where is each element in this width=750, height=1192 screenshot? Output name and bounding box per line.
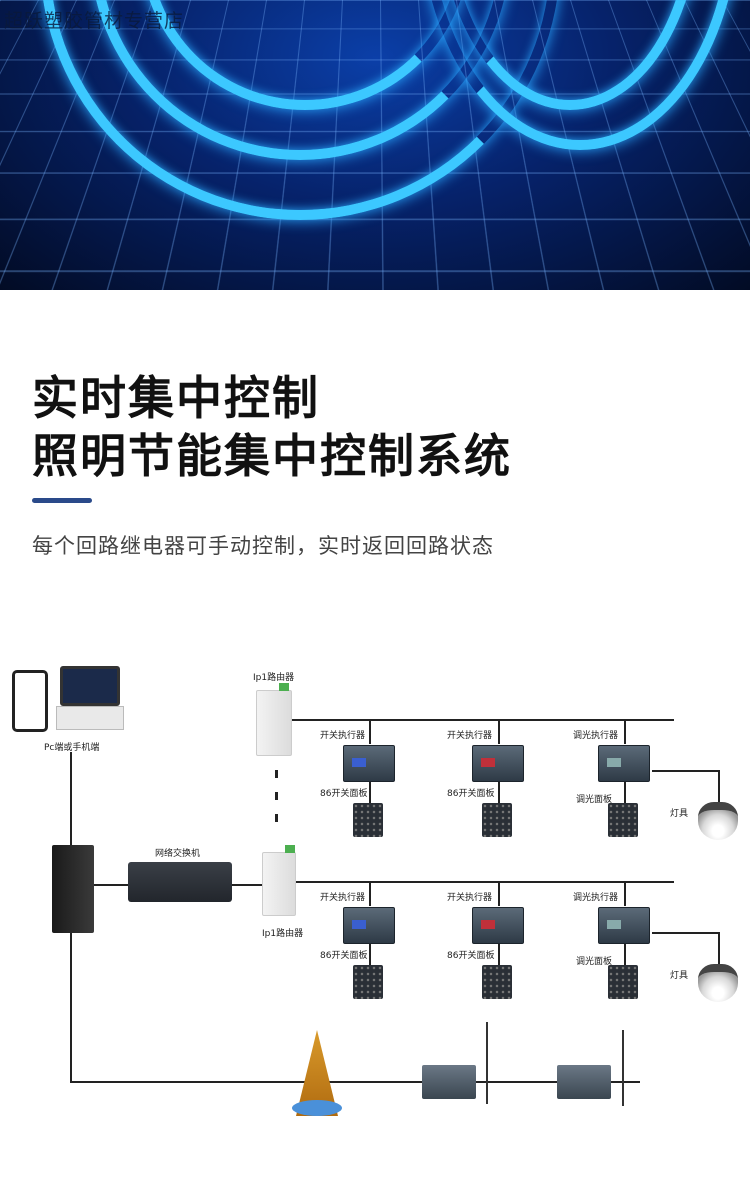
ellipsis-dot bbox=[275, 770, 278, 778]
panel-label: 86开关面板 bbox=[320, 786, 367, 799]
router-top-label: Ip1路由器 bbox=[253, 670, 294, 683]
dimmer-actuator-icon bbox=[598, 745, 650, 782]
wireless-receiver-icon bbox=[422, 1065, 476, 1099]
lamp-icon bbox=[698, 964, 738, 1002]
connector-line bbox=[94, 884, 128, 886]
connector-line bbox=[369, 944, 371, 966]
wall-panel-icon bbox=[353, 965, 383, 999]
wall-panel-icon bbox=[608, 803, 638, 837]
connector-line bbox=[369, 720, 371, 744]
panel-label: 86开关面板 bbox=[447, 786, 494, 799]
connector-line bbox=[624, 782, 626, 804]
panel-label: 86开关面板 bbox=[447, 948, 494, 961]
connector-line bbox=[718, 932, 720, 964]
panel-label: 调光面板 bbox=[576, 792, 612, 805]
switch-actuator-icon bbox=[343, 907, 395, 944]
hero-banner: 超跃塑胶管材专营店 bbox=[0, 0, 750, 290]
server-rack-icon bbox=[52, 845, 94, 933]
connector-line bbox=[624, 882, 626, 906]
connector-line bbox=[369, 882, 371, 906]
router-bottom-icon bbox=[262, 852, 296, 916]
phone-icon bbox=[12, 670, 48, 732]
connector-line bbox=[652, 770, 719, 772]
connector-line bbox=[498, 944, 500, 966]
network-switch-icon bbox=[128, 862, 232, 902]
lamp-icon bbox=[698, 802, 738, 840]
wireless-line bbox=[70, 1081, 640, 1083]
connector-line bbox=[369, 782, 371, 804]
connector-line bbox=[652, 932, 719, 934]
accent-bar bbox=[32, 498, 92, 503]
router-top-icon bbox=[256, 690, 292, 756]
ellipsis-dot bbox=[275, 814, 278, 822]
connector-line bbox=[498, 782, 500, 804]
connector-line bbox=[498, 720, 500, 744]
switch-actuator-icon bbox=[472, 907, 524, 944]
wall-panel-icon bbox=[482, 965, 512, 999]
actuator-label: 调光执行器 bbox=[573, 890, 618, 903]
antenna-icon bbox=[622, 1030, 624, 1106]
wireless-receiver-icon bbox=[557, 1065, 611, 1099]
antenna-icon bbox=[486, 1022, 488, 1104]
panel-label: 调光面板 bbox=[576, 954, 612, 967]
actuator-label: 开关执行器 bbox=[447, 890, 492, 903]
connector-line bbox=[232, 884, 264, 886]
laptop-keyboard bbox=[56, 706, 124, 730]
actuator-label: 调光执行器 bbox=[573, 728, 618, 741]
bus-line bbox=[296, 881, 674, 883]
actuator-label: 开关执行器 bbox=[320, 890, 365, 903]
connector-line bbox=[624, 944, 626, 966]
wall-panel-icon bbox=[608, 965, 638, 999]
switch-label: 网络交换机 bbox=[155, 846, 200, 859]
wall-panel-icon bbox=[482, 803, 512, 837]
store-watermark: 超跃塑胶管材专营店 bbox=[4, 6, 184, 33]
actuator-label: 开关执行器 bbox=[320, 728, 365, 741]
tower-base bbox=[292, 1100, 342, 1116]
actuator-label: 开关执行器 bbox=[447, 728, 492, 741]
title-line-1: 实时集中控制 bbox=[32, 362, 320, 428]
ellipsis-dot bbox=[275, 792, 278, 800]
switch-actuator-icon bbox=[343, 745, 395, 782]
connector-line bbox=[624, 720, 626, 744]
title-line-2: 照明节能集中控制系统 bbox=[32, 420, 512, 486]
connector-line bbox=[718, 770, 720, 802]
dimmer-actuator-icon bbox=[598, 907, 650, 944]
router-bottom-label: Ip1路由器 bbox=[262, 926, 303, 939]
panel-label: 86开关面板 bbox=[320, 948, 367, 961]
subtitle: 每个回路继电器可手动控制，实时返回回路状态 bbox=[32, 530, 494, 560]
bus-line bbox=[292, 719, 674, 721]
switch-actuator-icon bbox=[472, 745, 524, 782]
laptop-icon bbox=[60, 666, 120, 706]
connector-line bbox=[498, 882, 500, 906]
lamp-label: 灯具 bbox=[670, 806, 688, 819]
wall-panel-icon bbox=[353, 803, 383, 837]
lamp-label: 灯具 bbox=[670, 968, 688, 981]
